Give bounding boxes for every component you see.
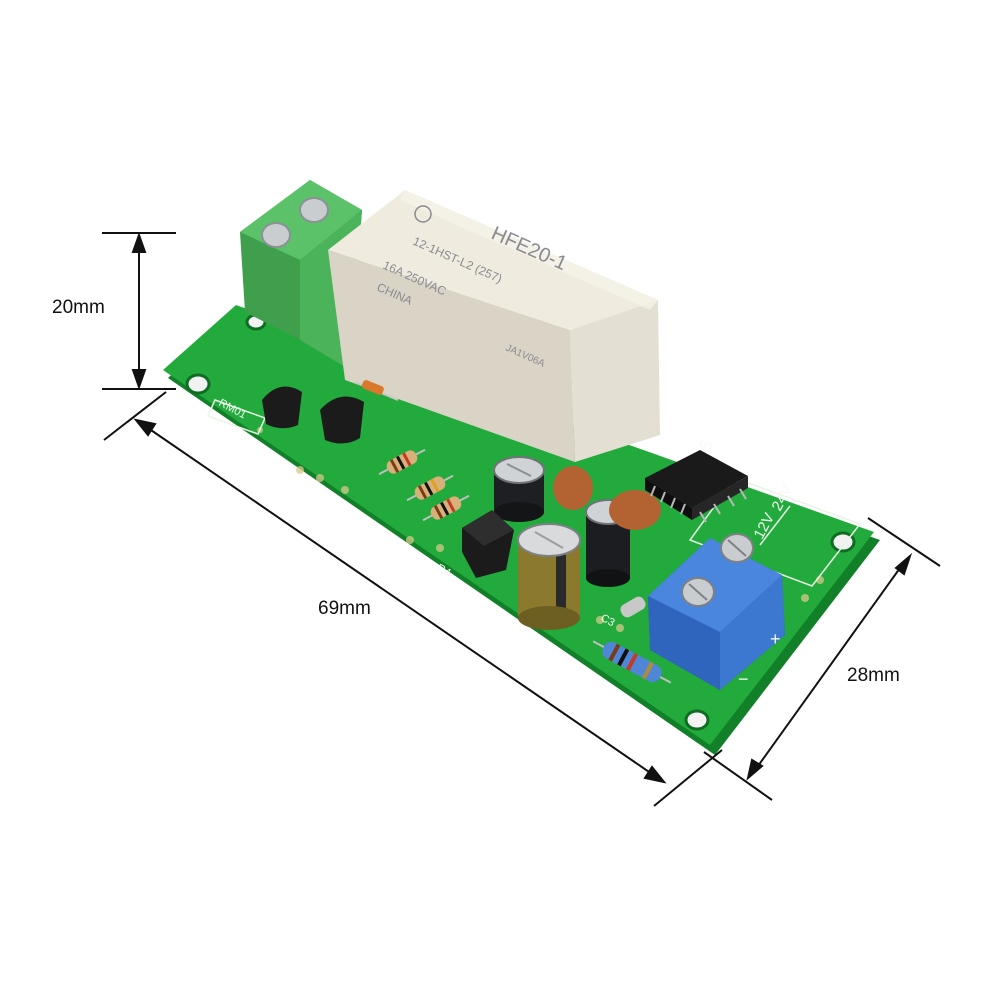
capacitor-gold	[517, 523, 581, 630]
crystal	[620, 596, 646, 618]
relay: HFE20-1 12-1HST-L2 (257) 16A 250VAC CHIN…	[328, 190, 660, 462]
height-dimension-label: 20mm	[52, 297, 105, 318]
arrow-down-left-icon	[746, 758, 764, 781]
ceramic-capacitors	[553, 466, 661, 530]
label-c3: C3	[599, 612, 617, 629]
label-minus: −	[738, 669, 749, 689]
label-r4: R4	[435, 562, 453, 579]
dimension-lines	[102, 231, 941, 807]
screw-icon	[299, 197, 329, 223]
arrow-right-icon	[643, 765, 667, 784]
ic-chip	[645, 450, 748, 523]
screw-icon	[261, 222, 291, 248]
arrow-down-icon	[131, 369, 147, 391]
capacitor-small	[493, 456, 545, 522]
capacitors	[493, 456, 631, 630]
blue-screw-terminal	[648, 533, 785, 690]
transistors	[262, 386, 364, 444]
label-u2: U2	[697, 438, 715, 455]
diode	[354, 380, 399, 401]
length-dimension-label: 69mm	[318, 598, 371, 619]
label-plus: +	[770, 629, 781, 649]
arrow-left-icon	[133, 418, 157, 437]
resistors	[378, 448, 672, 684]
width-dimension-label: 28mm	[847, 665, 900, 686]
arrow-up-icon	[131, 231, 147, 253]
arrow-up-right-icon	[894, 552, 913, 576]
relay-logo-icon	[414, 205, 432, 223]
voltage-regulator	[462, 510, 514, 578]
